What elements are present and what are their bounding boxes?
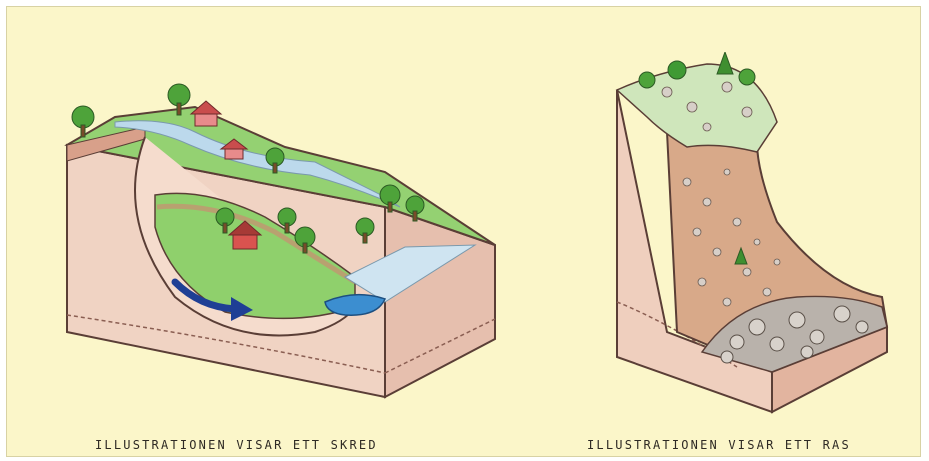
rockfall-caption: ILLUSTRATIONEN VISAR ETT RAS — [587, 438, 851, 452]
rockfall-illustration — [607, 52, 897, 417]
illustration-frame: ILLUSTRATIONEN VISAR ETT SKRED ILLUSTRAT… — [6, 6, 921, 457]
landslide-caption: ILLUSTRATIONEN VISAR ETT SKRED — [95, 438, 378, 452]
landslide-illustration — [55, 77, 505, 407]
